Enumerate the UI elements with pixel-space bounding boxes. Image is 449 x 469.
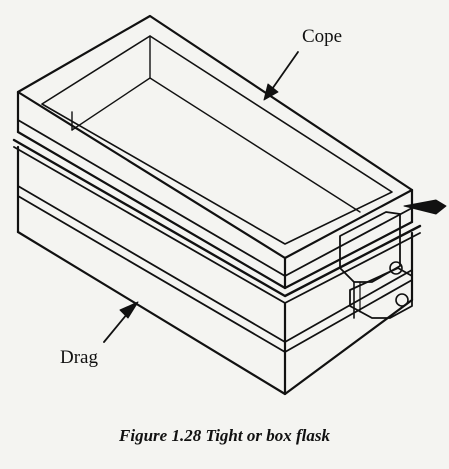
pin-arrow-marker xyxy=(403,199,447,215)
cope-inner-opening xyxy=(41,35,393,245)
drag-band-bottom xyxy=(17,195,413,353)
cope-band-bottom xyxy=(17,131,413,289)
cope-leader-arrowhead xyxy=(263,83,279,101)
cope-inner-wall-left xyxy=(71,35,151,131)
cope-lug-hole xyxy=(389,261,403,275)
drag-lug xyxy=(349,267,413,319)
cope-leader-line xyxy=(269,51,299,93)
drag-band-top xyxy=(17,185,413,343)
parting-line-upper xyxy=(12,138,422,298)
drag-leader-arrowhead xyxy=(119,301,139,319)
cope-band-top xyxy=(17,119,413,277)
cope-inner-floor-edge xyxy=(149,77,361,213)
cope-top-rim xyxy=(16,14,414,260)
cope-lug xyxy=(339,211,401,283)
drag-lug-hole xyxy=(395,293,409,307)
figure-caption: Figure 1.28 Tight or box flask xyxy=(119,426,330,445)
cope-label: Cope xyxy=(302,26,343,47)
drag-bottom-edge xyxy=(16,230,414,396)
drag-label: Drag xyxy=(60,347,98,368)
